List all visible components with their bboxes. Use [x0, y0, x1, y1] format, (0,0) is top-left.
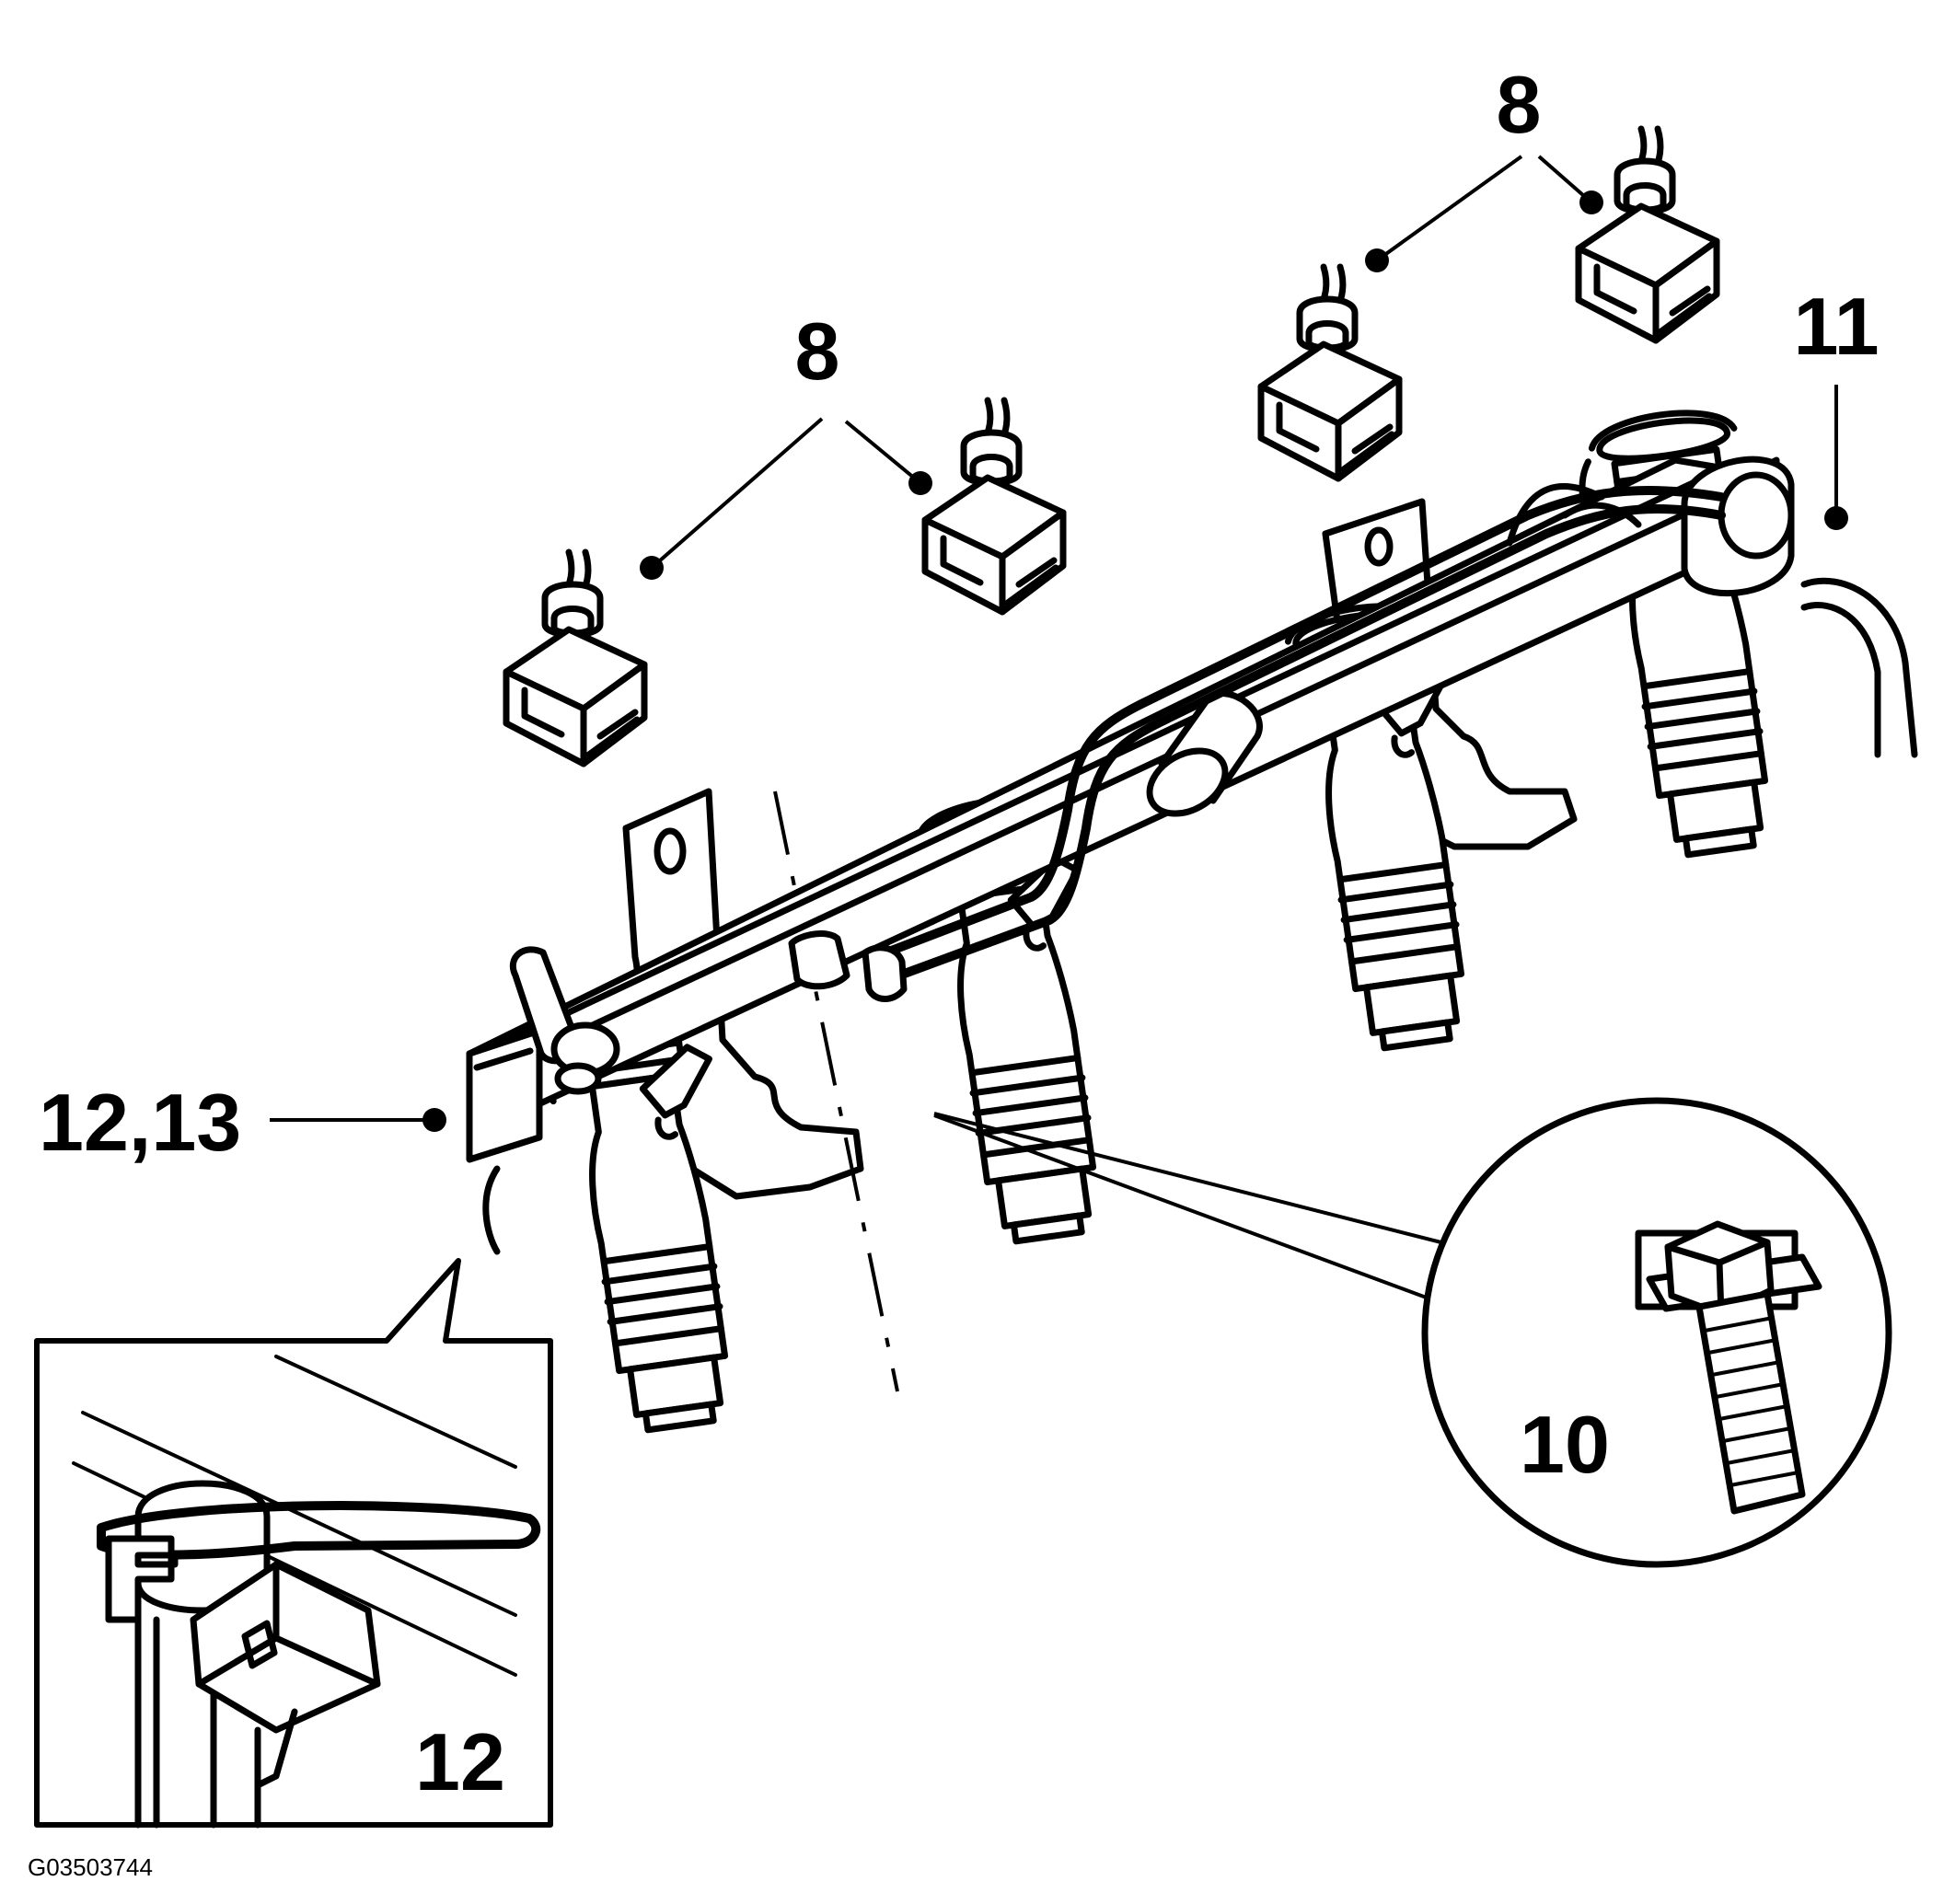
inset-detail-frame	[34, 1258, 553, 1829]
pressure-temperature-sensor	[466, 946, 620, 1255]
bolt-detail-bubble	[933, 1097, 1892, 1568]
fuel-line	[788, 485, 1726, 1002]
callout-fuel-hose: 11	[1793, 281, 1879, 372]
injector-connector-2	[925, 400, 1063, 612]
injector-connector-1	[506, 552, 644, 764]
callout-connectors-left: 8	[795, 306, 840, 397]
rail-pressure-sensor	[1146, 690, 1263, 817]
callout-connectors-right: 8	[1497, 59, 1542, 150]
injector-connector-4	[1579, 129, 1717, 340]
figure-id: G03503744	[28, 1853, 153, 1881]
fuel-rail	[466, 456, 1795, 1137]
callout-pressure-sensor: 12,13	[39, 1077, 241, 1168]
fuel-hose	[1800, 577, 1918, 758]
callout-bolt: 10	[1520, 1399, 1610, 1490]
injector-connector-3	[1261, 267, 1399, 479]
callout-inset-detail: 12	[415, 1716, 505, 1807]
